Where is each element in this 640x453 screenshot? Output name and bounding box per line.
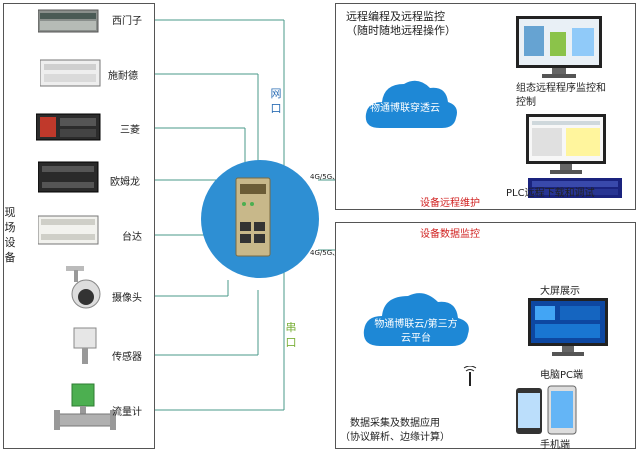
siemens-plc-icon	[38, 8, 100, 34]
device-label-camera: 摄像头	[112, 293, 142, 304]
antenna-icon	[460, 366, 480, 386]
monitor-scada-icon	[514, 14, 604, 80]
device-label-delta: 台达	[122, 232, 142, 243]
serial-port-label: 串口	[285, 321, 297, 349]
penetration-cloud-label: 物通博联穿透云	[370, 103, 440, 114]
monitor-plc-programming-icon	[524, 112, 608, 176]
big-screen-monitor-icon	[526, 296, 610, 358]
delta-plc-icon	[38, 214, 100, 246]
scada-monitoring-label: 组态远程程序监控和控制	[516, 83, 606, 108]
device-label-mitsubishi: 三菱	[120, 125, 140, 136]
data-app-line2: （协议解析、边缘计算）	[340, 432, 450, 443]
pc-client-label: 电脑PC端	[540, 370, 584, 381]
mobile-phones-icon	[514, 384, 580, 436]
plc-rack-icon	[528, 176, 622, 200]
big-screen-label: 大屏展示	[540, 286, 580, 297]
flowmeter-icon	[54, 382, 116, 438]
schneider-plc-icon	[40, 58, 102, 88]
penetration-cloud	[362, 72, 460, 138]
device-label-omron: 欧姆龙	[110, 177, 140, 188]
remote-title-line1: 远程编程及远程监控	[346, 10, 445, 23]
mitsubishi-plc-icon	[36, 112, 102, 142]
iot-cloud-platform	[360, 284, 472, 356]
device-label-siemens: 西门子	[112, 16, 142, 27]
data-app-line1: 数据采集及数据应用	[350, 418, 440, 429]
router-icon	[232, 174, 274, 260]
camera-icon	[64, 264, 104, 312]
omron-plc-icon	[38, 160, 100, 194]
device-label-sensor: 传感器	[112, 352, 142, 363]
device-label-schneider: 施耐德	[108, 71, 138, 82]
remote-title-line2: （随时随地远程操作）	[346, 24, 456, 37]
mobile-client-label: 手机端	[540, 440, 570, 451]
iot-cloud-platform-label: 物通博联云/第三方云平台	[374, 319, 458, 344]
device-label-flowmeter: 流量计	[112, 407, 142, 418]
field-devices-title: 现场设备	[4, 206, 16, 264]
sensor-icon	[70, 326, 100, 366]
remote-maintenance-title: 设备远程维护	[420, 198, 480, 209]
plc-download-label: PLC远程下载和调试	[506, 188, 595, 199]
ethernet-port-label: 网口	[270, 87, 282, 115]
data-monitoring-title: 设备数据监控	[420, 229, 480, 240]
